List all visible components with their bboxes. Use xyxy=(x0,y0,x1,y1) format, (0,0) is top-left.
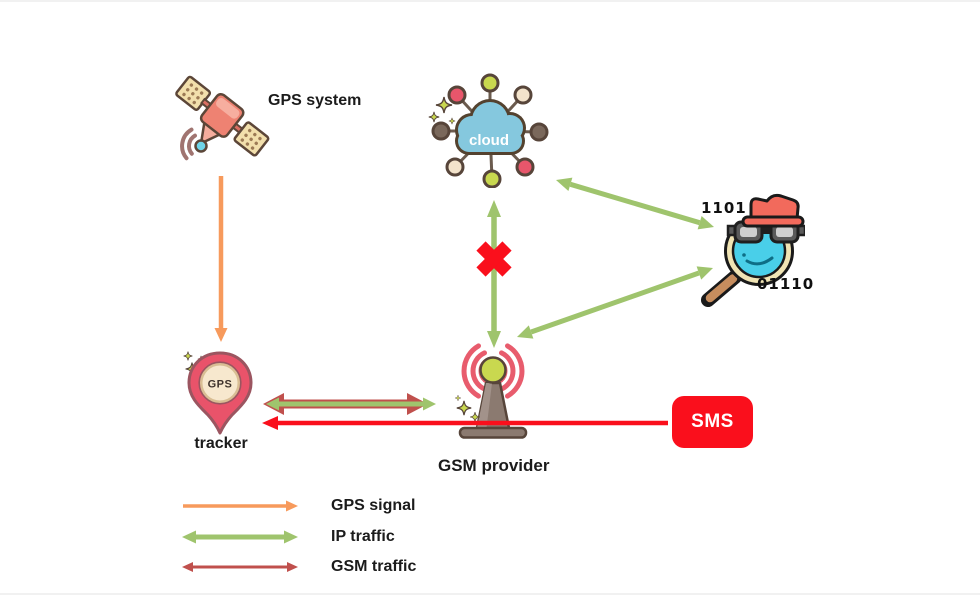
legend-label-ip-traffic: IP traffic xyxy=(331,528,395,545)
gsm-provider-label: GSM provider xyxy=(438,456,550,475)
sms-badge: SMS xyxy=(672,396,753,448)
pin-gps-label: GPS xyxy=(208,379,233,391)
legend-ip-traffic-arrow xyxy=(182,530,298,544)
hacker-binary-bottom: 01110 xyxy=(757,275,815,293)
cloud-label: cloud xyxy=(469,132,509,149)
gps-signal-arrow xyxy=(214,176,228,342)
blocked-cross-icon xyxy=(476,241,512,277)
cloud-network-icon: cloud xyxy=(425,68,555,193)
legend-label-gps-signal: GPS signal xyxy=(331,497,416,514)
gps-pin-icon: GPS xyxy=(175,345,265,450)
top-border xyxy=(0,0,980,2)
tracker-label: tracker xyxy=(194,435,248,452)
ip-traffic-arrow-gsm-hacker xyxy=(517,266,713,339)
spy-magnifier-icon xyxy=(695,193,807,313)
satellite-icon xyxy=(170,70,275,180)
sparkles-icon xyxy=(454,394,481,423)
ip-traffic-arrow-tracker-gsm xyxy=(266,397,436,411)
legend-gsm-traffic-arrow xyxy=(182,562,298,572)
ip-traffic-arrow-cloud-gsm xyxy=(487,200,501,348)
hacker-binary-top: 1101 xyxy=(701,199,747,217)
gps-system-label: GPS system xyxy=(268,92,362,109)
ip-traffic-arrow-cloud-hacker xyxy=(556,177,714,230)
sms-label: SMS xyxy=(691,411,734,432)
gsm-traffic-arrow-tracker-gsm xyxy=(263,393,428,415)
legend-gps-signal-arrow xyxy=(183,500,298,512)
bottom-border xyxy=(0,593,980,595)
legend-label-gsm-traffic: GSM traffic xyxy=(331,558,417,575)
antenna-tower-icon xyxy=(420,338,560,447)
